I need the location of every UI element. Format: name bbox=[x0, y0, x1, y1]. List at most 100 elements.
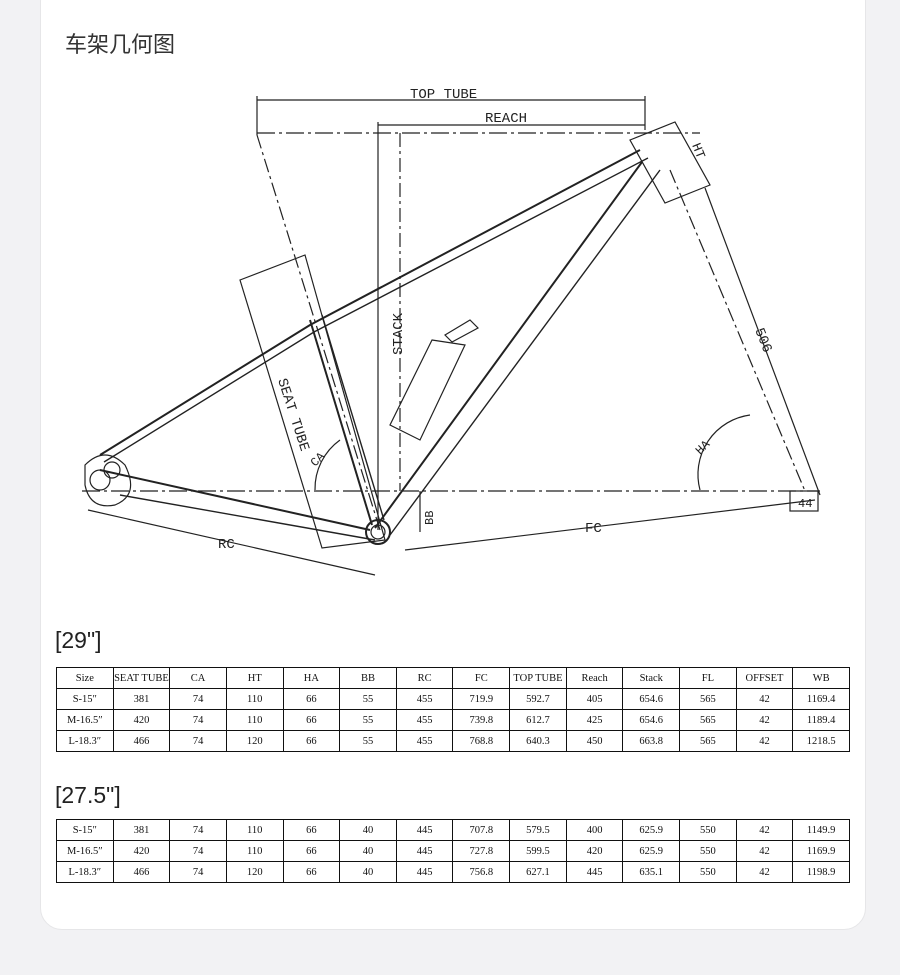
table-cell: 55 bbox=[339, 688, 397, 710]
table-cell: 42 bbox=[735, 688, 794, 710]
table-header-cell: Size bbox=[56, 667, 114, 689]
label-bb: BB bbox=[423, 511, 437, 525]
table-header-cell: HT bbox=[225, 667, 284, 689]
table-cell: 445 bbox=[565, 861, 624, 883]
table-cell: 455 bbox=[395, 730, 454, 752]
table-cell: 42 bbox=[735, 730, 794, 752]
table-header-cell: TOP TUBE bbox=[509, 667, 567, 689]
table-header-cell: FL bbox=[679, 667, 737, 689]
table-cell: 445 bbox=[395, 861, 454, 883]
table-cell: 66 bbox=[282, 730, 341, 752]
table-cell: 66 bbox=[282, 840, 341, 862]
table-cell: 550 bbox=[679, 819, 737, 841]
table-cell: 120 bbox=[225, 730, 284, 752]
table-cell: 565 bbox=[679, 730, 737, 752]
table-cell: 42 bbox=[735, 709, 794, 731]
table-cell: 55 bbox=[339, 730, 397, 752]
table-cell: 756.8 bbox=[452, 861, 511, 883]
label-seat-tube: SEAT TUBE bbox=[273, 377, 312, 454]
table-cell: 110 bbox=[225, 819, 284, 841]
table-cell: 727.8 bbox=[452, 840, 511, 862]
table-cell: 592.7 bbox=[509, 688, 567, 710]
table-header-cell: HA bbox=[282, 667, 341, 689]
table-cell: 42 bbox=[735, 861, 794, 883]
table-cell: 1149.9 bbox=[792, 819, 850, 841]
table-cell: 445 bbox=[395, 819, 454, 841]
table-header-cell: SEAT TUBE bbox=[112, 667, 171, 689]
page-title: 车架几何图 bbox=[65, 33, 176, 58]
table-header-cell: OFFSET bbox=[735, 667, 794, 689]
table-cell: 627.1 bbox=[509, 861, 567, 883]
table-cell: S-15″ bbox=[56, 688, 114, 710]
table-cell: 455 bbox=[395, 688, 454, 710]
table-cell: 40 bbox=[339, 840, 397, 862]
size-label-27-5: [27.5"] bbox=[55, 782, 121, 808]
table-cell: 450 bbox=[565, 730, 624, 752]
label-rc: RC bbox=[218, 537, 235, 553]
table-cell: 1169.4 bbox=[792, 688, 850, 710]
table-cell: 110 bbox=[225, 688, 284, 710]
label-ha: HA bbox=[693, 437, 714, 458]
table-cell: L-18.3″ bbox=[56, 861, 114, 883]
table-cell: L-18.3″ bbox=[56, 730, 114, 752]
table-cell: 110 bbox=[225, 840, 284, 862]
table-cell: 1198.9 bbox=[792, 861, 850, 883]
table-cell: 425 bbox=[565, 709, 624, 731]
table-cell: 550 bbox=[679, 861, 737, 883]
table-cell: 739.8 bbox=[452, 709, 511, 731]
table-header-cell: WB bbox=[792, 667, 850, 689]
label-fc: FC bbox=[585, 521, 602, 537]
table-cell: 1189.4 bbox=[792, 709, 850, 731]
table-cell: 381 bbox=[112, 819, 171, 841]
table-cell: 420 bbox=[112, 709, 171, 731]
label-ht: HT bbox=[688, 141, 708, 161]
table-cell: 565 bbox=[679, 688, 737, 710]
table-header-cell: BB bbox=[339, 667, 397, 689]
table-cell: 120 bbox=[225, 861, 284, 883]
size-label-29: [29"] bbox=[55, 627, 102, 653]
table-cell: 74 bbox=[169, 861, 227, 883]
table-header-cell: FC bbox=[452, 667, 511, 689]
table-cell: 654.6 bbox=[622, 688, 681, 710]
table-cell: 74 bbox=[169, 730, 227, 752]
table-cell: 42 bbox=[735, 840, 794, 862]
table-cell: 579.5 bbox=[509, 819, 567, 841]
table-cell: 55 bbox=[339, 709, 397, 731]
table-cell: 40 bbox=[339, 819, 397, 841]
table-header-cell: Stack bbox=[622, 667, 681, 689]
table-cell: 625.9 bbox=[622, 819, 681, 841]
table-cell: 381 bbox=[112, 688, 171, 710]
table-cell: 466 bbox=[112, 730, 171, 752]
table-cell: S-15″ bbox=[56, 819, 114, 841]
table-header-cell: Reach bbox=[565, 667, 624, 689]
label-stack: STACK bbox=[391, 312, 407, 355]
table-cell: 400 bbox=[565, 819, 624, 841]
table-cell: 74 bbox=[169, 688, 227, 710]
table-cell: 654.6 bbox=[622, 709, 681, 731]
table-cell: 42 bbox=[735, 819, 794, 841]
table-cell: 445 bbox=[395, 840, 454, 862]
table-cell: 66 bbox=[282, 861, 341, 883]
table-cell: 550 bbox=[679, 840, 737, 862]
table-cell: 405 bbox=[565, 688, 624, 710]
table-cell: 66 bbox=[282, 688, 341, 710]
table-cell: 420 bbox=[565, 840, 624, 862]
table-cell: 66 bbox=[282, 709, 341, 731]
table-cell: 599.5 bbox=[509, 840, 567, 862]
label-top-tube: TOP TUBE bbox=[410, 87, 477, 103]
table-header-cell: RC bbox=[395, 667, 454, 689]
table-cell: 66 bbox=[282, 819, 341, 841]
table-cell: 466 bbox=[112, 861, 171, 883]
table-cell: 1218.5 bbox=[792, 730, 850, 752]
table-cell: 40 bbox=[339, 861, 397, 883]
table-cell: 719.9 bbox=[452, 688, 511, 710]
table-cell: 455 bbox=[395, 709, 454, 731]
